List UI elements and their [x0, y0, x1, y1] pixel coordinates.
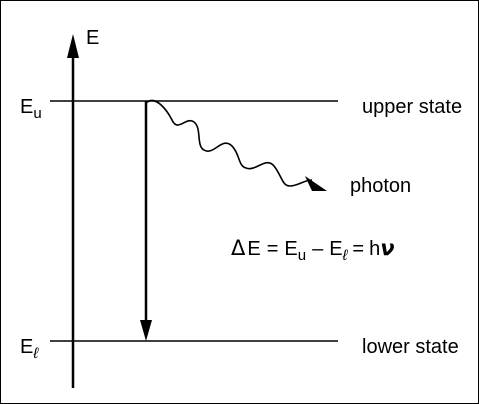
photon-label: photon — [350, 175, 411, 197]
lower-level-label: Eℓ — [20, 336, 39, 362]
energy-axis-label: E — [86, 27, 99, 49]
energy-axis-arrowhead — [67, 34, 79, 58]
upper-level-label: Eu — [20, 96, 42, 122]
lower-state-label: lower state — [362, 336, 459, 358]
upper-state-label: upper state — [362, 96, 462, 118]
photon-wave — [145, 99, 313, 187]
transition-arrowhead — [140, 320, 152, 341]
photon-arrowhead — [305, 176, 327, 191]
